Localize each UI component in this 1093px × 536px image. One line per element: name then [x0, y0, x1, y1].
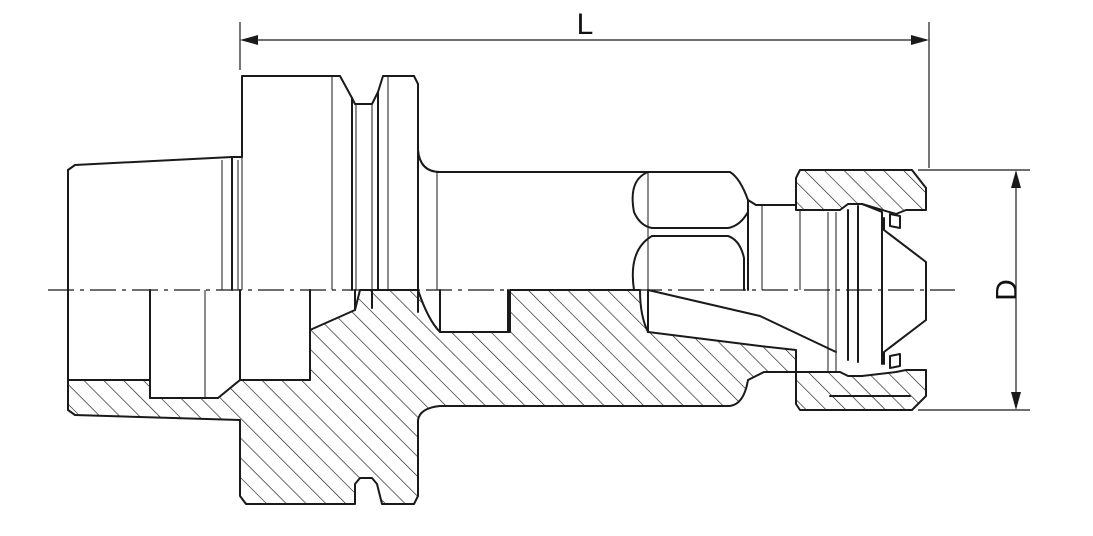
length-label: L — [577, 8, 594, 41]
dimension-length: L — [239, 8, 930, 168]
upper-half-outline — [67, 75, 837, 291]
clamping-nut-upper — [795, 169, 927, 365]
diameter-label: D — [991, 279, 1024, 301]
clamping-nut-lower — [795, 289, 927, 411]
lower-half-section — [67, 289, 837, 505]
dimension-diameter: D — [918, 169, 1030, 411]
